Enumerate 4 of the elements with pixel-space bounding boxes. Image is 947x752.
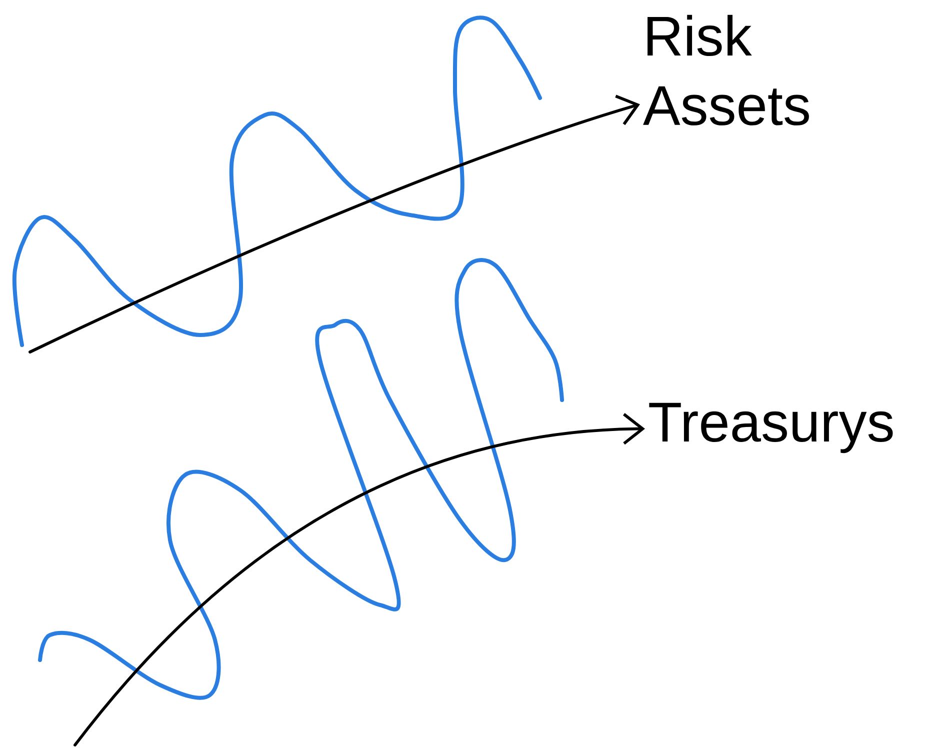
text-label: Risk Assets bbox=[643, 14, 809, 126]
arrow bbox=[74, 413, 645, 746]
text-label: Treasurys bbox=[649, 402, 893, 454]
arrow bbox=[28, 94, 640, 354]
